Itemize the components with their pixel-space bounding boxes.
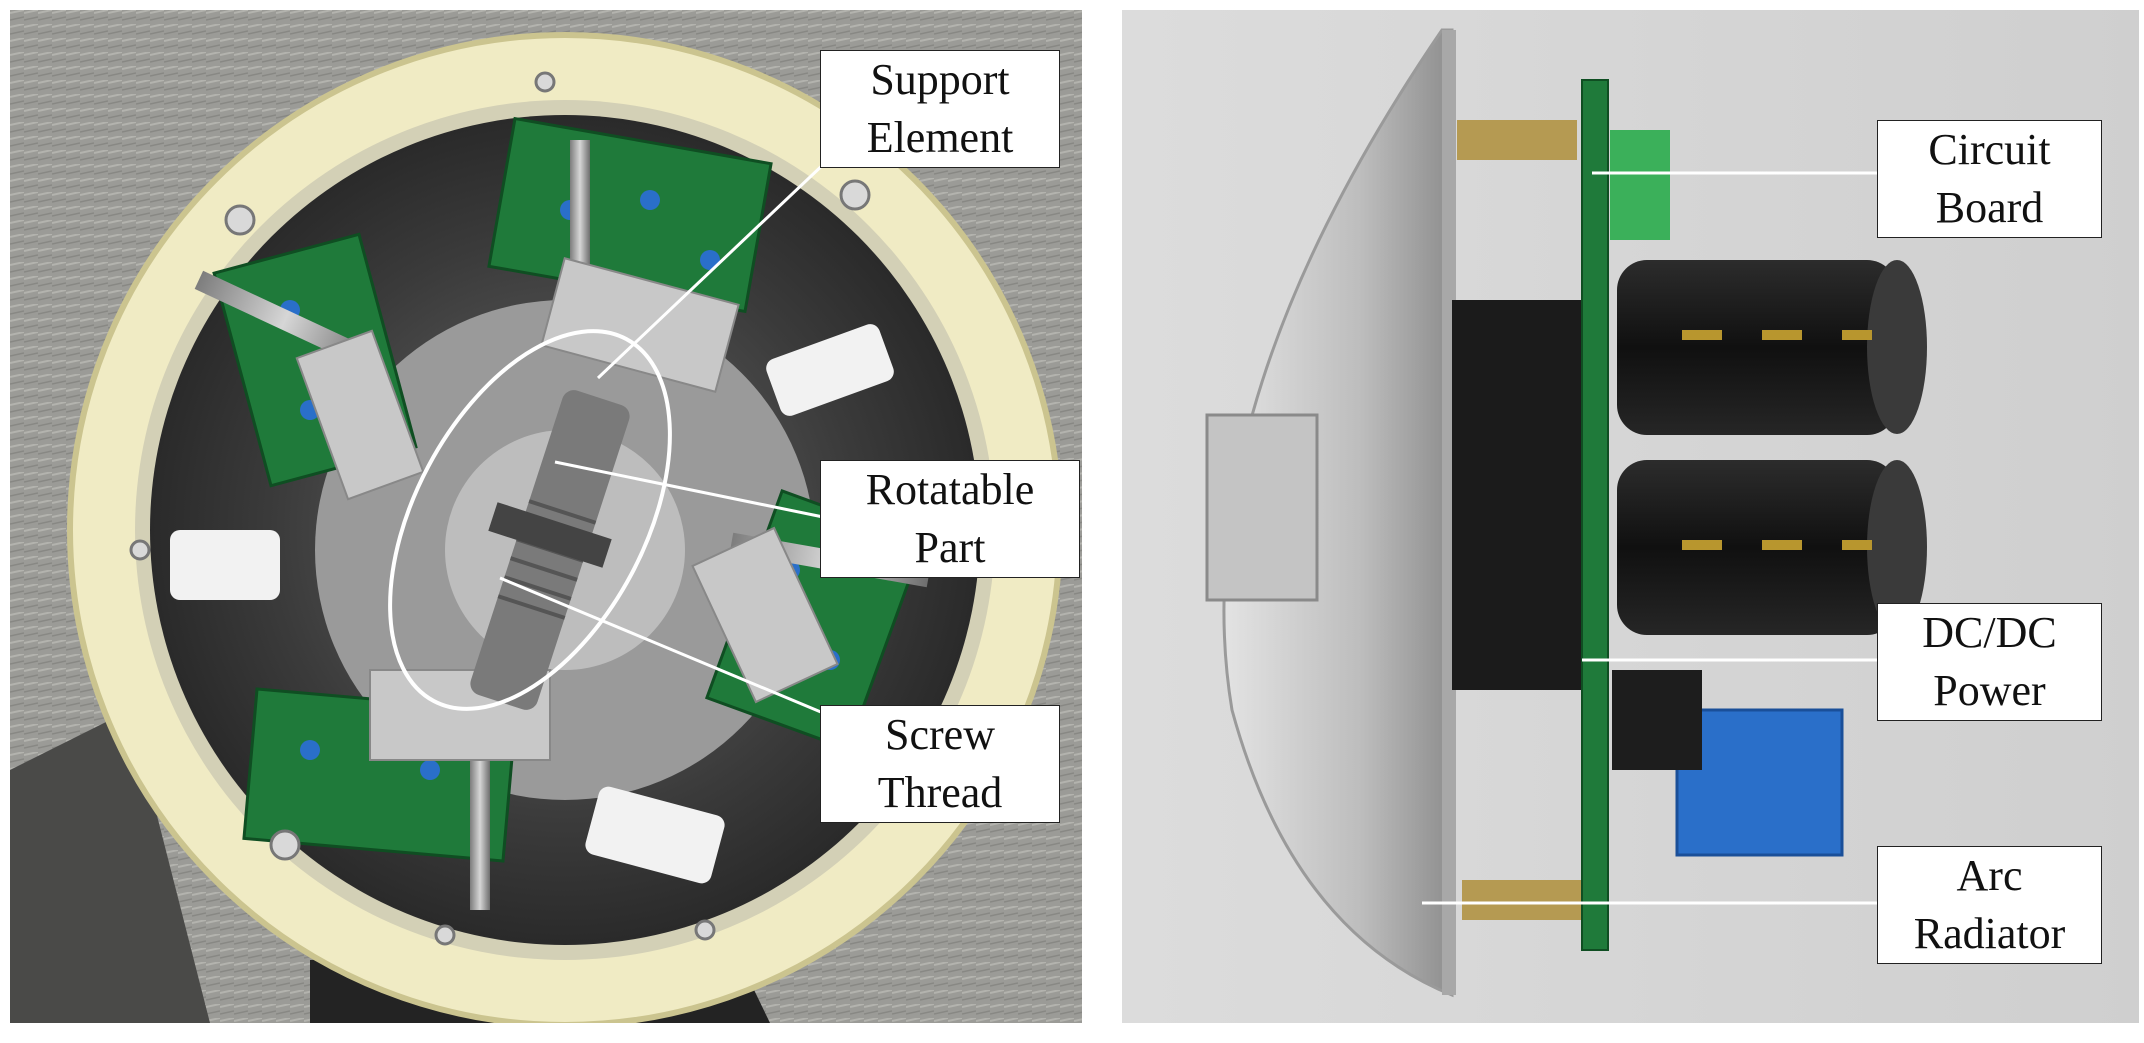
support-element-label: Support Element (820, 50, 1060, 168)
rotatable-part-label: Rotatable Part (820, 460, 1080, 578)
ring-assembly-photo (10, 10, 1082, 1023)
arc-radiator-label: Arc Radiator (1877, 846, 2102, 964)
left-photo-panel: Support Element Rotatable Part Screw Thr… (10, 10, 1082, 1023)
screw-thread-label: Screw Thread (820, 705, 1060, 823)
dcdc-power-label: DC/DC Power (1877, 603, 2102, 721)
right-photo-panel: Circuit Board DC/DC Power Arc Radiator (1122, 10, 2139, 1023)
circuit-board-label: Circuit Board (1877, 120, 2102, 238)
